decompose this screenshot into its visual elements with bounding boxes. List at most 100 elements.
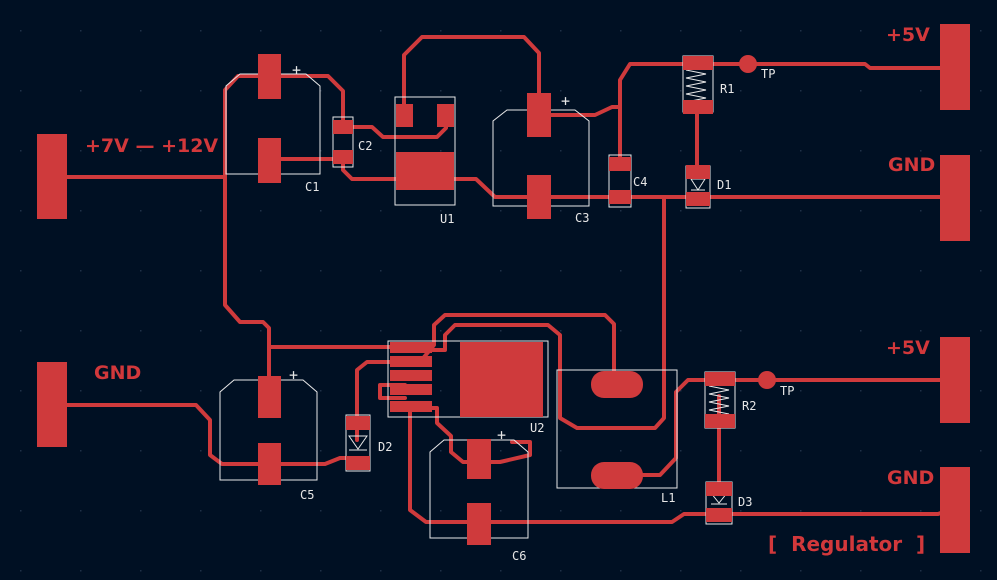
- u1-pad-1: [396, 104, 413, 127]
- connector-5v-1-pad: [940, 24, 970, 110]
- r2-zigzag: [708, 385, 730, 415]
- trace-gnd-input: [50, 403, 271, 466]
- u2-pin-2: [390, 356, 432, 367]
- ref-r1: R1: [720, 82, 734, 96]
- d1-pad-1: [686, 165, 710, 179]
- c2-pad-2: [333, 150, 353, 164]
- trace-vin-bus: [223, 74, 271, 179]
- c3-pad-plus: [527, 93, 551, 137]
- copper-pads: [37, 24, 970, 553]
- c2-outline: [332, 116, 354, 168]
- c5-plus-mark: +: [289, 366, 298, 384]
- ref-u1: U1: [440, 212, 454, 226]
- tp2-pad: [758, 371, 776, 389]
- ref-d2: D2: [378, 440, 392, 454]
- u2-pin-1: [390, 342, 432, 353]
- c1-outline: [225, 73, 321, 175]
- r1-pad-2: [683, 100, 713, 114]
- c6-pad-minus: [467, 503, 491, 545]
- trace-l1-out: [612, 378, 721, 477]
- d3-pad-1: [706, 482, 732, 496]
- label-5v-2: +5V: [886, 337, 930, 359]
- c3-outline: [492, 109, 590, 207]
- c3-plus-mark: +: [561, 92, 570, 110]
- c5-pad-minus: [258, 443, 281, 485]
- c1-plus-mark: +: [292, 61, 301, 79]
- connector-gnd-2-pad: [940, 467, 970, 553]
- c1-pad-plus: [258, 54, 281, 99]
- r1-zigzag: [685, 69, 707, 103]
- label-gnd-1: GND: [888, 154, 935, 176]
- l1-pad-1: [591, 371, 643, 398]
- label-gnd-2: GND: [887, 467, 934, 489]
- ref-c2: C2: [358, 139, 372, 153]
- d2-symbol: [348, 435, 368, 451]
- u2-tab: [460, 342, 543, 417]
- c1-pad-minus: [258, 138, 281, 183]
- c5-outline: [219, 379, 318, 481]
- r2-pad-1: [705, 372, 735, 386]
- c6-outline: [429, 439, 529, 539]
- ref-l1: L1: [661, 491, 675, 505]
- ref-c6: C6: [512, 549, 526, 563]
- c6-plus-mark: +: [497, 426, 506, 444]
- trace-u2-down: [408, 408, 480, 524]
- label-5v-1: +5V: [886, 24, 930, 46]
- net-labels: +7V — +12V GND +5V GND +5V GND [ Regulat…: [85, 24, 935, 556]
- board-title: [ Regulator ]: [768, 532, 925, 556]
- trace-gnd-rail-2: [717, 506, 957, 516]
- trace-c6-top: [478, 440, 532, 464]
- ref-c5: C5: [300, 488, 314, 502]
- d2-outline: [345, 414, 371, 472]
- ref-d1: D1: [717, 178, 731, 192]
- ref-d3: D3: [738, 495, 752, 509]
- label-gnd-in: GND: [94, 362, 141, 384]
- d2-pad-2: [346, 456, 370, 470]
- c4-pad-2: [609, 190, 631, 204]
- c2-pad-1: [333, 120, 353, 134]
- d2-pad-1: [346, 416, 370, 430]
- c4-outline: [608, 154, 632, 208]
- ref-r2: R2: [742, 399, 756, 413]
- trace-c5n-d2: [267, 456, 359, 466]
- c3-pad-minus: [527, 175, 551, 219]
- trace-c6-gnd: [476, 512, 721, 524]
- c5-pad-plus: [258, 376, 281, 418]
- tp1-pad: [739, 55, 757, 73]
- ref-c1: C1: [305, 180, 319, 194]
- ref-tp1: TP: [761, 67, 775, 81]
- d3-pad-2: [706, 508, 732, 522]
- ref-u2: U2: [530, 421, 544, 435]
- u1-pad-3: [437, 104, 454, 127]
- label-vin: +7V — +12V: [85, 135, 218, 157]
- copper-traces: [50, 35, 957, 524]
- connector-gnd-1-pad: [940, 155, 970, 241]
- trace-gnd-drop: [418, 195, 666, 430]
- trace-d2-u2: [355, 360, 407, 442]
- ref-c3: C3: [575, 211, 589, 225]
- l1-pad-2: [591, 462, 643, 489]
- ref-tp2: TP: [780, 384, 794, 398]
- connector-vin-pad: [37, 134, 67, 219]
- trace-vin-down: [223, 175, 271, 349]
- grid-dots: [20, 30, 982, 572]
- r2-pad-2: [705, 414, 735, 428]
- u2-pin-5: [390, 401, 432, 412]
- reference-designators: C1 C2 U1 C3 C4 R1 D1 TP C5 D2 U2 C6 L1 R…: [289, 61, 794, 563]
- u2-pin-4: [390, 384, 432, 395]
- u2-pin-3: [390, 370, 432, 381]
- u1-outline: [394, 96, 456, 206]
- r1-pad-1: [683, 56, 713, 70]
- c4-pad-1: [609, 157, 631, 171]
- ref-c4: C4: [633, 175, 647, 189]
- u1-pad-tab: [396, 152, 454, 190]
- d1-symbol: [690, 178, 706, 191]
- trace-u1-top: [402, 35, 541, 117]
- c6-pad-plus: [467, 439, 491, 479]
- d1-pad-2: [686, 192, 710, 206]
- silkscreen-outlines: [219, 55, 736, 539]
- connector-gnd-in-pad: [37, 362, 67, 447]
- connector-5v-2-pad: [940, 337, 970, 423]
- trace-c1-c2: [267, 74, 345, 129]
